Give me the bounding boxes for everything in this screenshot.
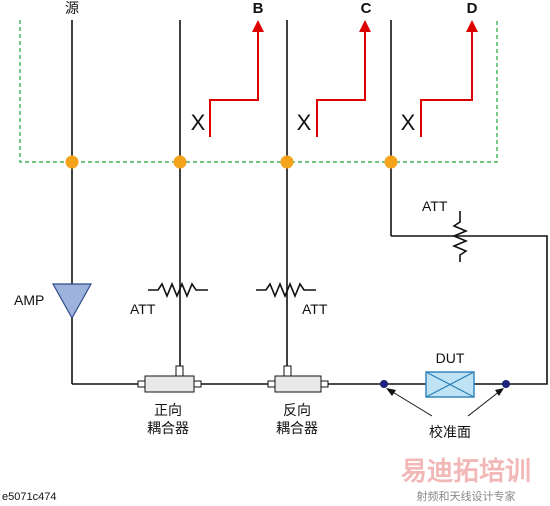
cal-plane-dot-right xyxy=(502,380,510,388)
att-label-c: ATT xyxy=(302,301,328,317)
port-d-label: D xyxy=(467,0,478,17)
forward-coupler-icon xyxy=(137,365,202,393)
junction-dot xyxy=(173,155,187,169)
d-path-route xyxy=(391,235,548,385)
amp-label: AMP xyxy=(14,292,44,308)
cal-pointer-right-icon xyxy=(467,388,504,417)
arrow-c-icon xyxy=(316,20,371,137)
port-b-label: B xyxy=(253,0,264,17)
arrow-b-icon xyxy=(209,20,264,137)
port-c-label: C xyxy=(361,0,372,17)
switch-x-b: X xyxy=(191,110,206,135)
figure-id: e5071c474 xyxy=(2,491,56,503)
arrow-d-icon xyxy=(420,20,478,137)
forward-coupler-label-1: 正向 xyxy=(154,403,182,419)
watermark-sub: 射频和天线设计专家 xyxy=(417,489,516,503)
switch-x-d: X xyxy=(401,110,416,135)
variable-attenuator-icon xyxy=(451,211,469,262)
reverse-coupler-icon xyxy=(267,365,329,393)
source-label: 源 xyxy=(65,1,79,17)
junction-dot xyxy=(384,155,398,169)
junction-dot xyxy=(280,155,294,169)
attenuator-b-icon xyxy=(148,281,208,299)
cal-plane-dot-left xyxy=(380,380,388,388)
calibration-plane-label: 校准面 xyxy=(429,424,471,441)
switch-x-c: X xyxy=(297,110,312,135)
att-label-variable: ATT xyxy=(422,198,448,214)
amplifier-icon xyxy=(51,283,93,320)
reverse-coupler-label-1: 反向 xyxy=(283,403,311,419)
reverse-coupler-label-2: 耦合器 xyxy=(276,421,318,437)
forward-coupler-label-2: 耦合器 xyxy=(147,421,189,437)
dashed-switch-box xyxy=(19,20,498,163)
dut-icon xyxy=(425,371,475,398)
attenuator-c-icon xyxy=(256,281,316,299)
junction-dot xyxy=(65,155,79,169)
dut-label: DUT xyxy=(436,350,465,366)
watermark-main: 易迪拓培训 xyxy=(401,457,531,487)
cal-pointer-left-icon xyxy=(386,388,433,417)
att-label-b: ATT xyxy=(130,301,156,317)
